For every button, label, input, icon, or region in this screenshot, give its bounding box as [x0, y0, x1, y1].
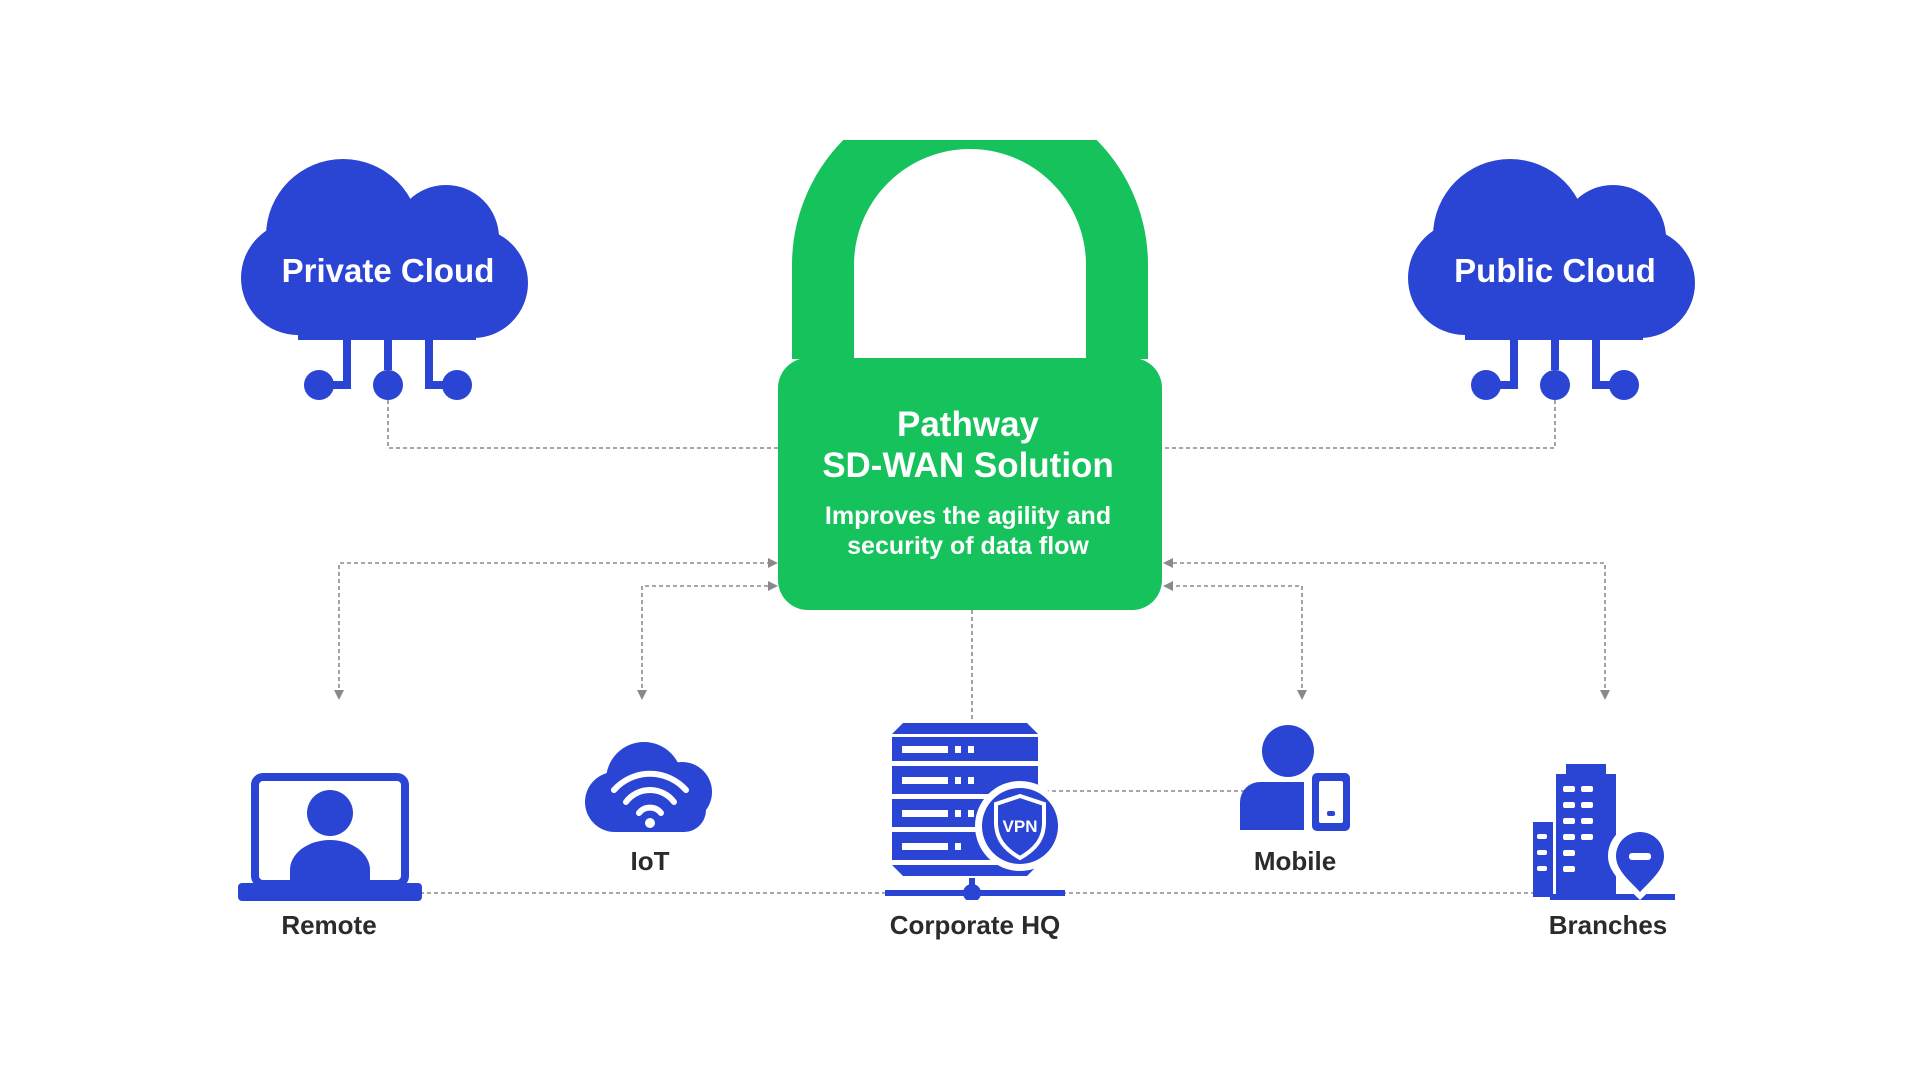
building-location-icon — [1533, 764, 1675, 900]
lock-icon — [778, 140, 1162, 610]
connector-public-cloud — [1163, 400, 1556, 449]
private-cloud-icon — [241, 159, 528, 400]
connector-mobile — [1163, 581, 1307, 700]
remote-label: Remote — [281, 910, 377, 940]
vpn-server-icon: VPN — [885, 723, 1065, 900]
mobile-label: Mobile — [1253, 846, 1337, 876]
center-title-line-2: SD-WAN Solution — [822, 446, 1114, 485]
center-subtitle-line-1: Improves the agility and — [824, 502, 1112, 530]
corporate-hq-label: Corporate HQ — [889, 910, 1061, 940]
connector-remote — [334, 558, 778, 700]
iot-label: IoT — [630, 846, 670, 876]
laptop-user-icon — [238, 773, 422, 901]
user-phone-icon — [1240, 725, 1350, 831]
private-cloud-label: Private Cloud — [281, 252, 495, 289]
branches-label: Branches — [1548, 910, 1668, 940]
public-cloud-icon — [1408, 159, 1695, 400]
public-cloud-label: Public Cloud — [1454, 252, 1656, 289]
center-title-line-1: Pathway — [897, 405, 1039, 444]
vpn-badge-text: VPN — [1003, 817, 1038, 836]
connector-branches — [1163, 558, 1610, 700]
center-subtitle-line-2: security of data flow — [847, 532, 1089, 560]
connector-iot — [637, 581, 778, 700]
wifi-cloud-icon — [585, 742, 712, 832]
connector-private-cloud — [387, 400, 780, 449]
